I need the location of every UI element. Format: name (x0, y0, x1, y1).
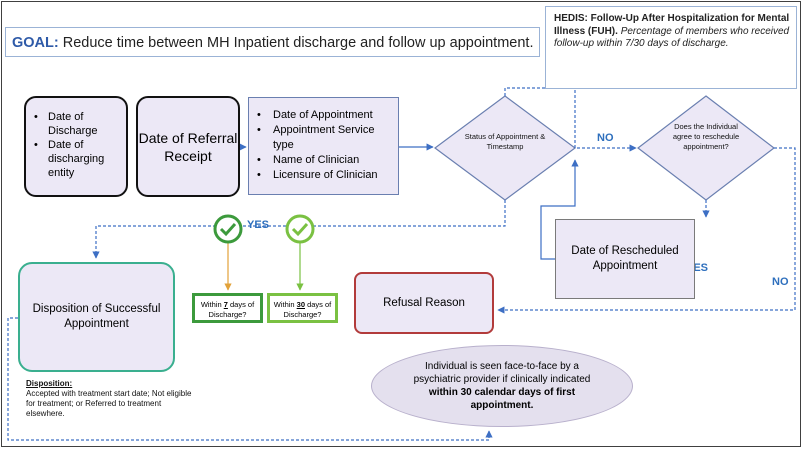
hedis-note: HEDIS: Follow-Up After Hospitalization f… (545, 6, 797, 89)
goal-banner: GOAL: Reduce time between MH Inpatient d… (5, 27, 540, 57)
discharge-item: Date of discharging entity (32, 138, 122, 180)
yes-label-status: YES (247, 219, 270, 231)
referral-label: Date of Referral Receipt (138, 129, 238, 164)
discharge-box: Date of Discharge Date of discharging en… (24, 96, 128, 197)
refusal-reason-box: Refusal Reason (354, 272, 494, 334)
disposition-heading: Disposition: (26, 379, 73, 388)
within7-num: 7 (223, 300, 228, 309)
connector-reschedule-no-to-refusal (497, 147, 796, 314)
disposition-text: Accepted with treatment start date; Not … (26, 389, 192, 418)
within7-post: days of Discharge? (208, 300, 255, 319)
within30-pre: Within (273, 300, 297, 309)
disposition-note: Disposition: Accepted with treatment sta… (26, 379, 196, 419)
within-7-days-box: Within 7 days of Discharge? (192, 293, 263, 323)
no-label-status: NO (597, 132, 614, 144)
rescheduled-label: Date of Rescheduled Appointment (571, 245, 679, 272)
connector-rescheduled-to-status (540, 159, 579, 260)
appointment-item: Name of Clinician (255, 153, 394, 168)
appointment-details-box: Date of Appointment Appointment Service … (248, 97, 399, 195)
check-icon-30 (285, 214, 315, 244)
within30-num: 30 (296, 300, 305, 309)
goal-text: Reduce time between MH Inpatient dischar… (58, 35, 534, 51)
within30-post: days of Discharge? (283, 300, 332, 319)
connector-disposition-to-followup (7, 317, 493, 441)
reschedule-diamond-label: Does the Individual agree to reschedule … (672, 122, 740, 151)
within7-pre: Within (200, 300, 224, 309)
status-diamond-label: Status of Appointment & Timestamp (464, 132, 546, 151)
goal-keyword: GOAL: (12, 35, 59, 51)
appointment-item: Appointment Service type (255, 123, 394, 153)
within-30-days-box: Within 30 days of Discharge? (267, 293, 338, 323)
appointment-item: Date of Appointment (255, 108, 394, 123)
successful-disposition-box: Disposition of Successful Appointment (18, 262, 175, 372)
followup-bold: within 30 calendar days of first appoint… (428, 387, 576, 411)
no-label-reschedule: NO (772, 276, 789, 288)
rescheduled-appointment-box: Date of Rescheduled Appointment (555, 219, 695, 299)
appointment-item: Licensure of Clinician (255, 168, 394, 183)
hedis-title: HEDIS: Follow-Up After Hospitalization f… (554, 13, 790, 37)
hedis-description: Percentage of members who received follo… (554, 25, 790, 50)
connector-status-no-to-reschedule (504, 87, 637, 152)
check-icon-7 (213, 214, 243, 244)
refusal-label: Refusal Reason (383, 297, 465, 309)
discharge-item: Date of Discharge (32, 110, 122, 138)
followup-ellipse: Individual is seen face-to-face by a psy… (371, 345, 633, 427)
referral-box: Date of Referral Receipt (136, 96, 240, 197)
followup-text: Individual is seen face-to-face by a psy… (413, 361, 591, 385)
disposition-label: Disposition of Successful Appointment (32, 303, 161, 330)
